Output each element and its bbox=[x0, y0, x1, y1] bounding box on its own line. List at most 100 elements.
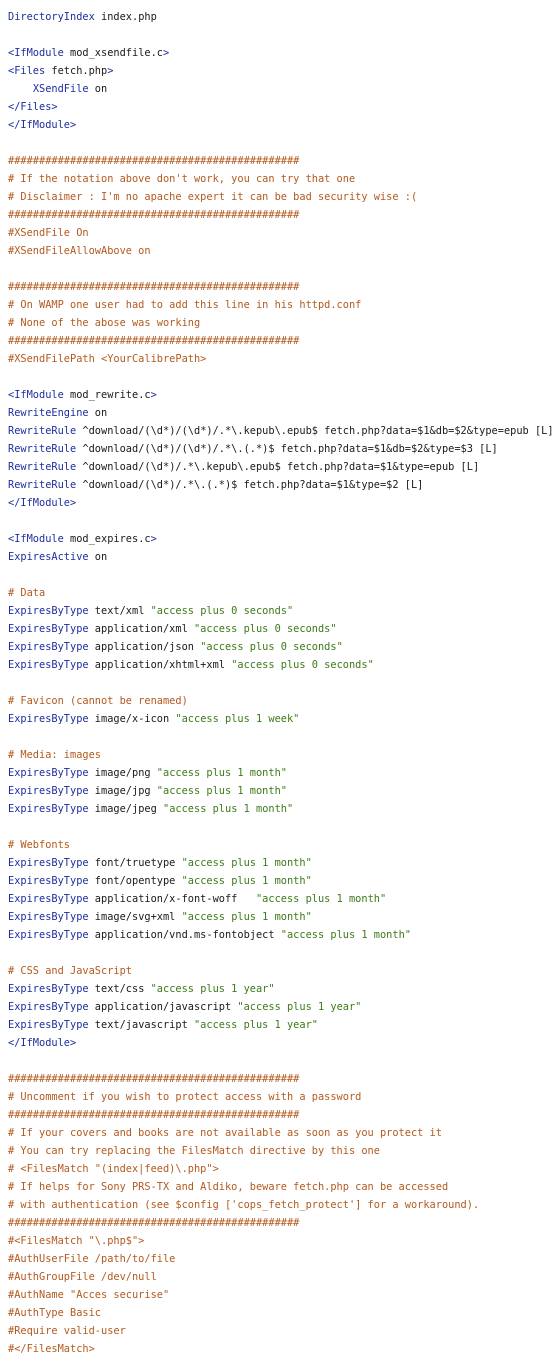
directive-token: ExpiresByType bbox=[8, 659, 89, 671]
code-line: #<FilesMatch "\.php$"> bbox=[8, 1232, 144, 1250]
code-line: XSendFile on bbox=[8, 80, 107, 98]
directive-token: </Files> bbox=[8, 101, 58, 113]
code-line: # with authentication (see $config ['cop… bbox=[8, 1196, 479, 1214]
string-token: "access plus 1 year" bbox=[193, 1019, 318, 1031]
code-line: ExpiresByType text/css "access plus 1 ye… bbox=[8, 980, 275, 998]
comment-token: # CSS and JavaScript bbox=[8, 965, 132, 977]
code-line: RewriteRule ^download/(\d*)/(\d*)/.*\.ke… bbox=[8, 422, 554, 440]
directive-token: > bbox=[150, 533, 157, 545]
directive-token: ExpiresByType bbox=[8, 929, 89, 941]
code-line: ExpiresByType image/svg+xml "access plus… bbox=[8, 908, 312, 926]
text-token bbox=[8, 83, 33, 95]
directive-token: ExpiresByType bbox=[8, 623, 89, 635]
text-token: on bbox=[88, 407, 108, 419]
comment-token: # You can try replacing the FilesMatch d… bbox=[8, 1145, 380, 1157]
comment-token: #<FilesMatch "\.php$"> bbox=[8, 1235, 145, 1247]
comment-token: # Data bbox=[8, 587, 46, 599]
text-token: application/xhtml+xml bbox=[88, 659, 232, 671]
directive-token: ExpiresByType bbox=[8, 803, 89, 815]
code-line: </IfModule> bbox=[8, 494, 76, 512]
code-line: # CSS and JavaScript bbox=[8, 962, 132, 980]
text-token: index.php bbox=[94, 11, 157, 23]
text-token: ^download/(\d*)/(\d*)/.*\.kepub\.epub$ f… bbox=[76, 425, 554, 437]
directive-token: XSendFile bbox=[32, 83, 89, 95]
code-line: ExpiresByType font/truetype "access plus… bbox=[8, 854, 312, 872]
string-token: "access plus 1 month" bbox=[255, 893, 387, 905]
directive-token: <IfModule bbox=[8, 533, 64, 545]
code-line: ExpiresByType application/vnd.ms-fontobj… bbox=[8, 926, 411, 944]
directive-token: ExpiresByType bbox=[8, 983, 89, 995]
directive-token: ExpiresActive bbox=[8, 551, 89, 563]
directive-token: RewriteRule bbox=[8, 443, 77, 455]
comment-token: #AuthType Basic bbox=[8, 1307, 101, 1319]
text-token: font/truetype bbox=[88, 857, 182, 869]
code-line: RewriteRule ^download/(\d*)/.*\.kepub\.e… bbox=[8, 458, 479, 476]
code-line: # <FilesMatch "(index|feed)\.php"> bbox=[8, 1160, 219, 1178]
text-token: image/svg+xml bbox=[88, 911, 182, 923]
code-line: ########################################… bbox=[8, 1214, 299, 1232]
code-line: # On WAMP one user had to add this line … bbox=[8, 296, 361, 314]
code-line: #XSendFile On bbox=[8, 224, 89, 242]
code-line: </IfModule> bbox=[8, 116, 76, 134]
string-token: "access plus 0 seconds" bbox=[231, 659, 374, 671]
comment-token: # Uncomment if you wish to protect acces… bbox=[8, 1091, 362, 1103]
code-line: ExpiresByType font/opentype "access plus… bbox=[8, 872, 312, 890]
code-line: # If helps for Sony PRS-TX and Aldiko, b… bbox=[8, 1178, 448, 1196]
comment-token: # Webfonts bbox=[8, 839, 70, 851]
string-token: "access plus 1 month" bbox=[181, 911, 312, 923]
directive-token: <IfModule bbox=[8, 47, 64, 59]
code-line: ExpiresByType image/png "access plus 1 m… bbox=[8, 764, 287, 782]
comment-token: ########################################… bbox=[8, 1073, 300, 1085]
code-line: <IfModule mod_expires.c> bbox=[8, 530, 157, 548]
string-token: "access plus 1 month" bbox=[163, 803, 294, 815]
comment-token: # <FilesMatch "(index|feed)\.php"> bbox=[8, 1163, 219, 1175]
comment-token: # Media: images bbox=[8, 749, 101, 761]
directive-token: ExpiresByType bbox=[8, 767, 89, 779]
code-line: # Disclaimer : I'm no apache expert it c… bbox=[8, 188, 417, 206]
directive-token: DirectoryIndex bbox=[8, 11, 95, 23]
code-line: ########################################… bbox=[8, 206, 299, 224]
comment-token: #XSendFile On bbox=[8, 227, 89, 239]
text-token: ^download/(\d*)/(\d*)/.*\.(.*)$ fetch.ph… bbox=[76, 443, 498, 455]
directive-token: <Files bbox=[8, 65, 46, 77]
text-token: text/javascript bbox=[88, 1019, 194, 1031]
directive-token: > bbox=[107, 65, 114, 77]
code-line: ExpiresByType image/x-icon "access plus … bbox=[8, 710, 299, 728]
string-token: "access plus 1 month" bbox=[280, 929, 411, 941]
code-line: DirectoryIndex index.php bbox=[8, 8, 157, 26]
directive-token: ExpiresByType bbox=[8, 605, 89, 617]
comment-token: # On WAMP one user had to add this line … bbox=[8, 299, 362, 311]
code-line: # Webfonts bbox=[8, 836, 70, 854]
text-token: image/jpeg bbox=[88, 803, 163, 815]
text-token: image/jpg bbox=[88, 785, 157, 797]
code-line: # Uncomment if you wish to protect acces… bbox=[8, 1088, 361, 1106]
directive-token: RewriteRule bbox=[8, 479, 77, 491]
directive-token: </IfModule> bbox=[8, 119, 77, 131]
text-token: on bbox=[88, 551, 108, 563]
comment-token: #AuthUserFile /path/to/file bbox=[8, 1253, 176, 1265]
code-line: ExpiresByType application/json "access p… bbox=[8, 638, 343, 656]
code-line: </Files> bbox=[8, 98, 58, 116]
directive-token: ExpiresByType bbox=[8, 911, 89, 923]
directive-token: RewriteRule bbox=[8, 461, 77, 473]
code-line: # If the notation above don't work, you … bbox=[8, 170, 355, 188]
code-line: RewriteRule ^download/(\d*)/(\d*)/.*\.(.… bbox=[8, 440, 498, 458]
text-token: mod_rewrite.c bbox=[63, 389, 151, 401]
comment-token: #Require valid-user bbox=[8, 1325, 126, 1337]
directive-token: RewriteEngine bbox=[8, 407, 89, 419]
code-line: # Media: images bbox=[8, 746, 101, 764]
code-line: ExpiresByType application/javascript "ac… bbox=[8, 998, 361, 1016]
text-token: on bbox=[88, 83, 108, 95]
code-line: RewriteEngine on bbox=[8, 404, 107, 422]
code-line: ########################################… bbox=[8, 152, 299, 170]
code-line: ########################################… bbox=[8, 278, 299, 296]
code-line: <IfModule mod_rewrite.c> bbox=[8, 386, 157, 404]
string-token: "access plus 1 month" bbox=[156, 767, 287, 779]
comment-token: # None of the abose was working bbox=[8, 317, 201, 329]
text-token: image/png bbox=[88, 767, 157, 779]
comment-token: #XSendFilePath <YourCalibrePath> bbox=[8, 353, 207, 365]
directive-token: ExpiresByType bbox=[8, 641, 89, 653]
text-token: application/x-font-woff bbox=[88, 893, 256, 905]
comment-token: # If the notation above don't work, you … bbox=[8, 173, 356, 185]
